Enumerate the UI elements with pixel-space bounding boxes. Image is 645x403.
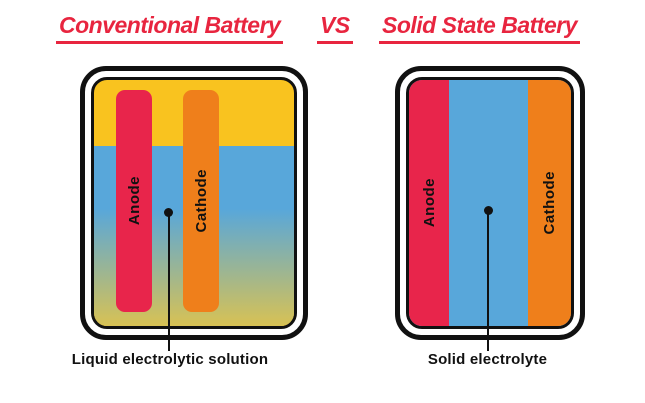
liquid-electrolyte-pointer-dot	[164, 208, 173, 217]
conventional-battery-case: Anode Cathode	[80, 66, 308, 340]
title-vs: VS	[317, 12, 353, 44]
solid-state-battery-interior: Anode Cathode	[406, 77, 574, 329]
solid-state-cathode-label: Cathode	[541, 171, 558, 235]
solid-state-cathode-bar: Cathode	[528, 80, 571, 326]
conventional-anode-label: Anode	[125, 176, 143, 226]
conventional-anode-bar: Anode	[116, 90, 152, 312]
title-solid-state-battery: Solid State Battery	[379, 12, 580, 44]
caption-solid-electrolyte: Solid electrolyte	[427, 351, 548, 368]
title-conventional-battery: Conventional Battery	[56, 12, 284, 44]
solid-electrolyte-pointer-dot	[483, 206, 493, 215]
solid-state-anode-bar: Anode	[409, 80, 449, 326]
solid-electrolyte-pointer-line	[487, 210, 489, 351]
solid-state-battery-case: Anode Cathode	[395, 66, 585, 340]
caption-liquid-electrolytic-solution: Liquid electrolytic solution	[71, 351, 269, 368]
conventional-battery-interior: Anode Cathode	[91, 77, 297, 329]
conventional-cathode-label: Cathode	[192, 169, 210, 233]
conventional-cathode-bar: Cathode	[183, 90, 219, 312]
liquid-electrolyte-pointer-line	[168, 212, 170, 351]
solid-state-anode-label: Anode	[420, 178, 438, 228]
